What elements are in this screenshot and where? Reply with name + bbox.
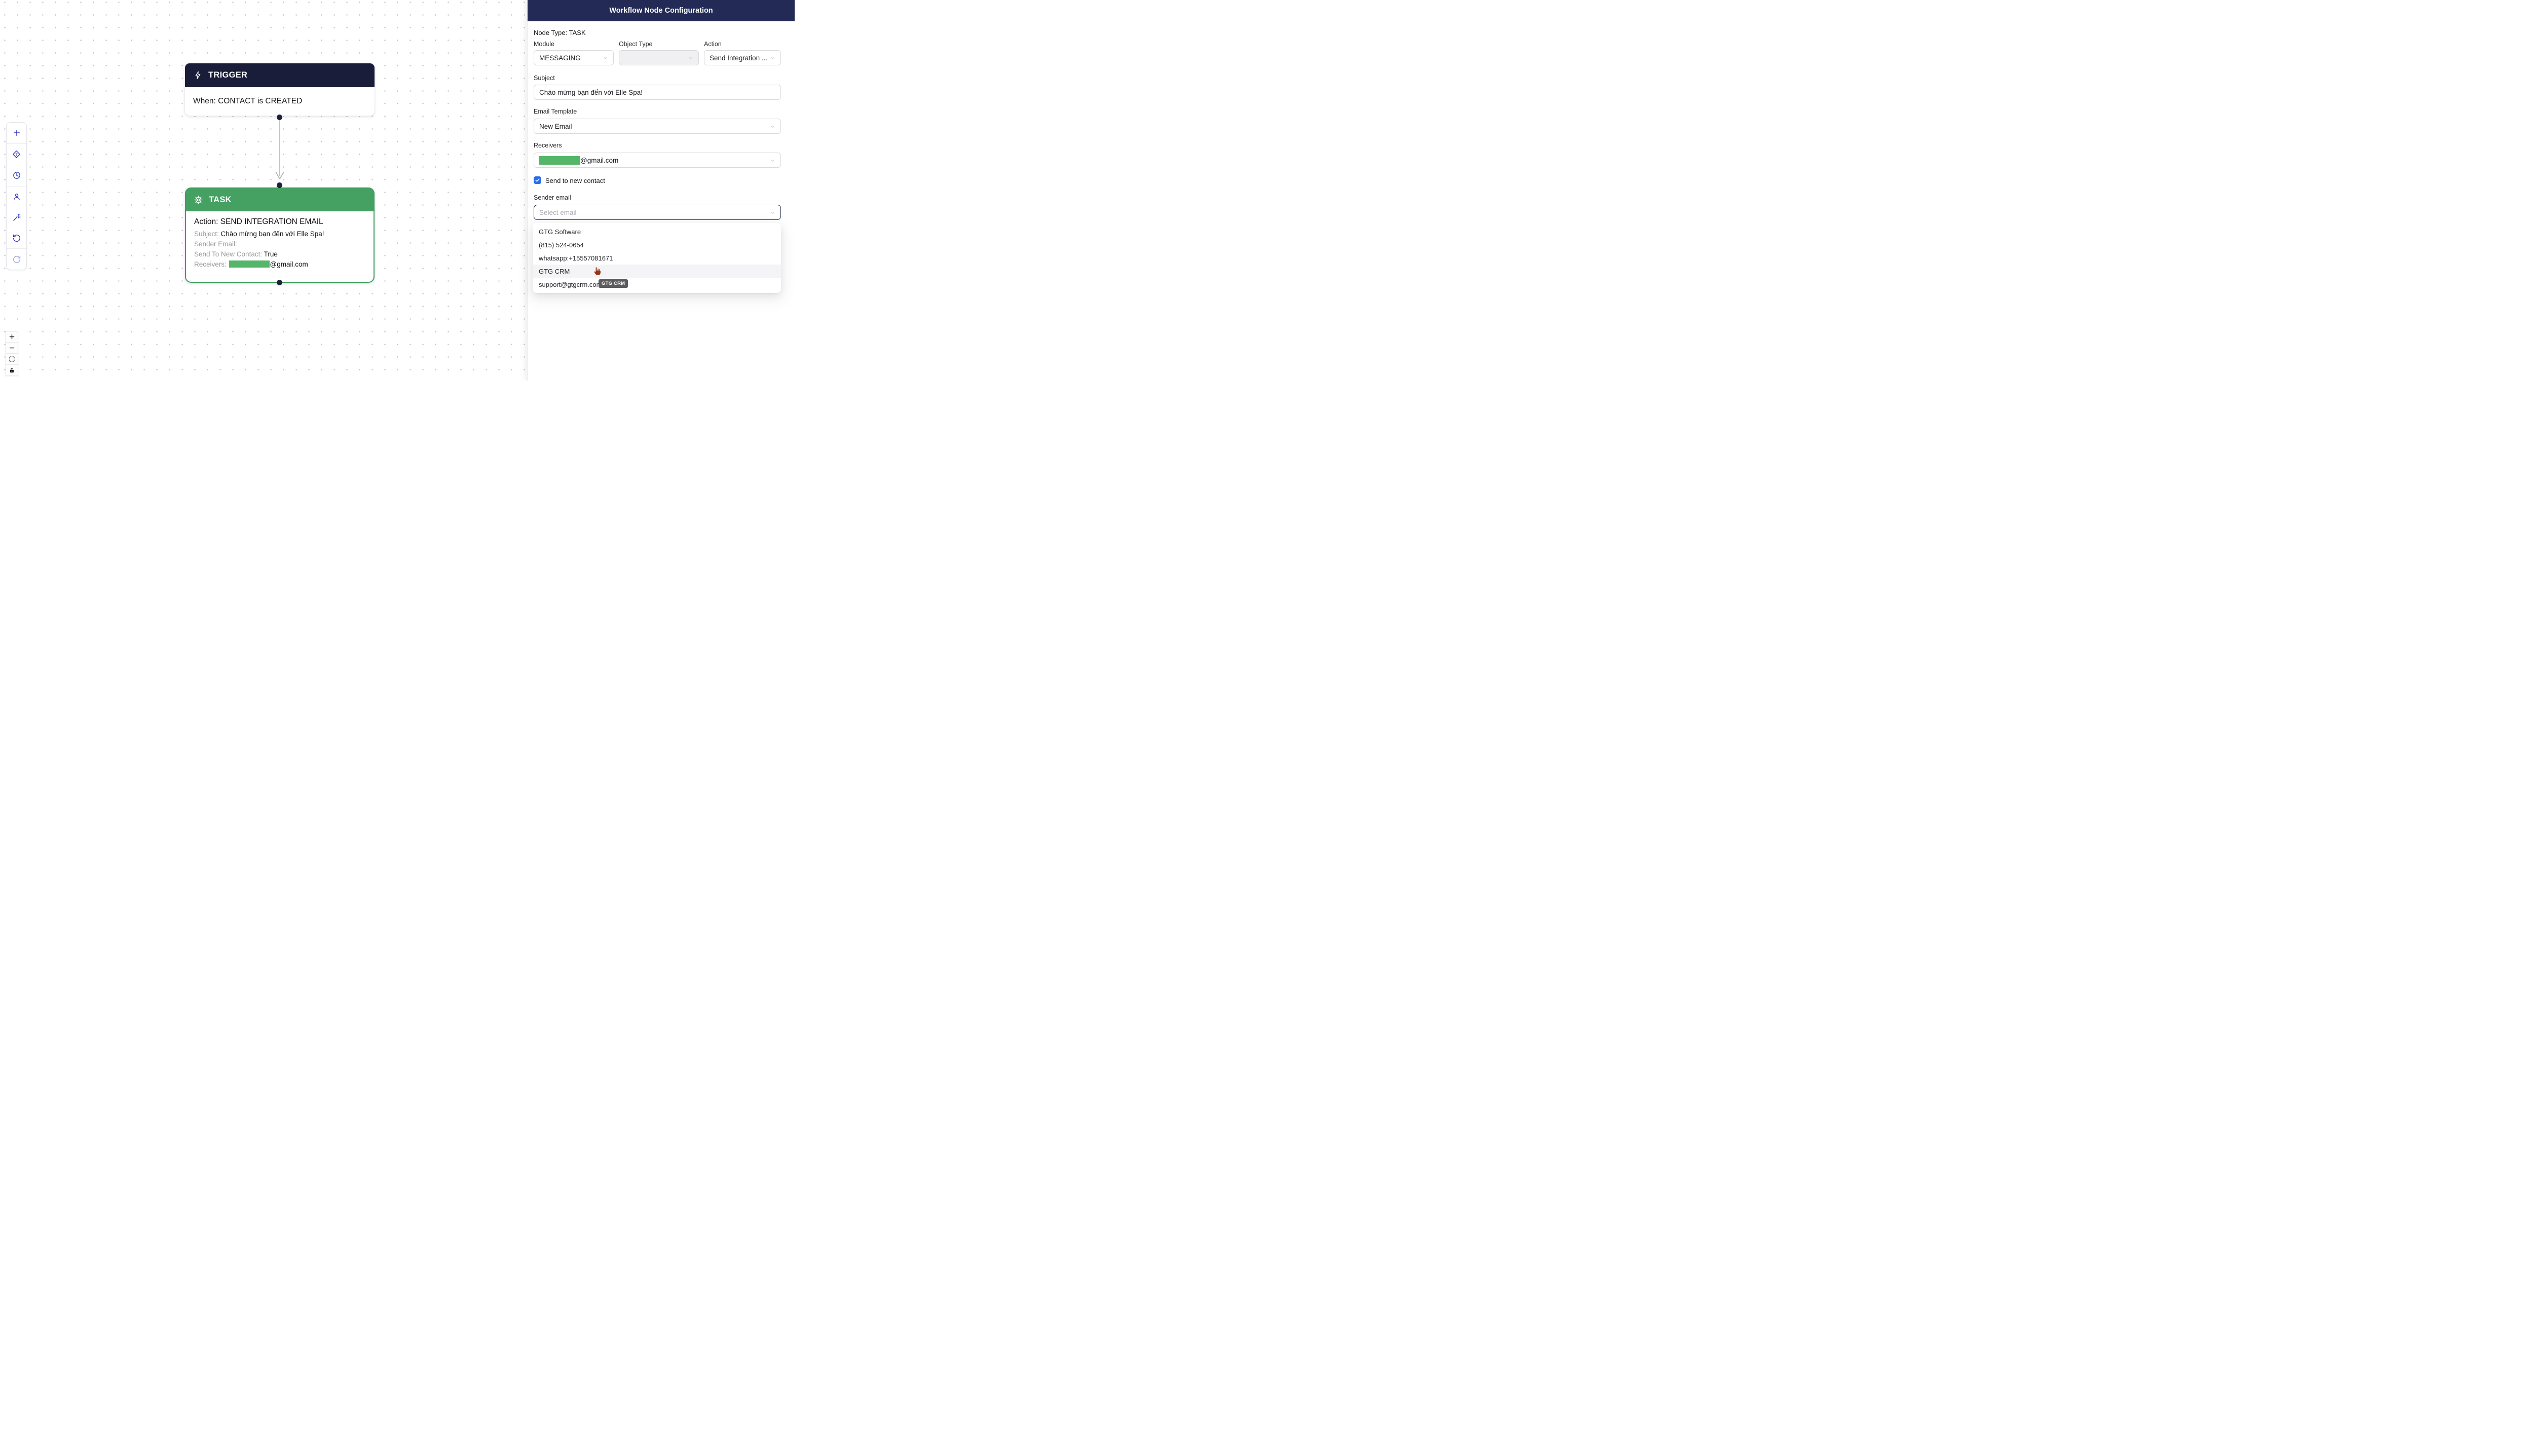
undo-icon [12, 234, 21, 243]
node-toolbar: ? [6, 122, 27, 270]
check-icon [535, 177, 540, 183]
task-node[interactable]: TASK Action: SEND INTEGRATION EMAIL Subj… [185, 188, 375, 283]
dropdown-option[interactable]: (815) 524-0654 [539, 241, 584, 249]
module-label: Module [534, 41, 554, 48]
object-type-select [619, 50, 699, 65]
task-node-header: TASK [186, 189, 374, 211]
workflow-canvas[interactable]: TRIGGER When: CONTACT is CREATED [0, 0, 795, 381]
subject-label: Subject [534, 74, 555, 82]
action-label: Action [704, 41, 722, 48]
task-source-handle[interactable] [277, 280, 282, 285]
fit-view-button[interactable] [6, 354, 18, 365]
add-node-button[interactable] [7, 123, 26, 144]
zoom-out-button[interactable] [6, 343, 18, 354]
chevron-down-icon [603, 55, 608, 61]
trigger-node-title: TRIGGER [208, 70, 248, 80]
svg-text:?: ? [15, 152, 18, 157]
zoom-in-button[interactable] [6, 331, 18, 343]
person-icon [12, 192, 21, 201]
dropdown-option-highlighted[interactable]: GTG CRM [533, 265, 781, 278]
task-target-handle[interactable] [277, 182, 282, 188]
tooltip: GTG CRM [599, 279, 628, 288]
redo-button[interactable] [7, 249, 26, 270]
chevron-down-icon [770, 158, 775, 163]
task-new-contact-line: Send To New Contact: True [194, 250, 278, 258]
undo-button[interactable] [7, 228, 26, 249]
trigger-source-handle[interactable] [277, 115, 282, 120]
chevron-down-icon [688, 55, 693, 61]
send-to-new-contact-label[interactable]: Send to new contact [545, 177, 605, 184]
receivers-label: Receivers [534, 142, 562, 149]
action-select[interactable]: Send Integration ... [704, 50, 781, 65]
sender-email-dropdown: GTG Software (815) 524-0654 whatsapp:+15… [533, 223, 781, 293]
dropdown-option[interactable]: support@gtgcrm.com [539, 280, 602, 288]
condition-node-button[interactable]: ? [7, 144, 26, 165]
node-type-text: Node Type: TASK [534, 29, 586, 36]
trigger-node-text: When: CONTACT is CREATED [193, 97, 303, 105]
redacted-email-block [539, 156, 580, 165]
sender-email-placeholder: Select email [539, 208, 577, 216]
diamond-question-icon: ? [12, 150, 21, 159]
chevron-down-icon [770, 210, 775, 215]
receivers-value-suffix: @gmail.com [580, 156, 619, 164]
email-template-label: Email Template [534, 108, 577, 115]
receivers-select[interactable]: @gmail.com [534, 153, 781, 168]
unlock-icon [9, 367, 15, 374]
dropdown-option[interactable]: GTG Software [539, 228, 581, 236]
chevron-down-icon [770, 124, 775, 129]
fit-view-icon [9, 356, 15, 362]
redacted-email-block [229, 260, 270, 268]
lightning-bolt-icon [194, 71, 202, 80]
chevron-down-icon [770, 55, 775, 61]
delay-node-button[interactable] [7, 165, 26, 186]
trigger-node[interactable]: TRIGGER When: CONTACT is CREATED [185, 63, 375, 116]
send-to-new-contact-checkbox[interactable] [534, 176, 541, 184]
redo-icon [12, 255, 21, 264]
config-panel: Workflow Node Configuration Node Type: T… [527, 0, 795, 381]
edge-trigger-to-task [275, 120, 284, 179]
email-template-value: New Email [539, 122, 572, 130]
ai-assist-button[interactable] [7, 207, 26, 228]
hand-pointer-cursor [592, 266, 602, 279]
task-node-title: TASK [209, 195, 232, 204]
subject-input[interactable] [534, 85, 781, 100]
contact-node-button[interactable] [7, 186, 26, 207]
module-select[interactable]: MESSAGING [534, 50, 614, 65]
module-select-value: MESSAGING [539, 54, 581, 62]
plus-icon [9, 333, 15, 340]
task-action-line: Action: SEND INTEGRATION EMAIL [194, 217, 323, 226]
dropdown-option[interactable]: whatsapp:+15557081671 [539, 254, 613, 262]
gear-icon [194, 195, 203, 205]
plus-icon [12, 128, 21, 137]
canvas-controls [6, 331, 18, 376]
email-template-select[interactable]: New Email [534, 119, 781, 134]
sender-email-select[interactable]: Select email [534, 205, 781, 220]
trigger-node-header: TRIGGER [185, 63, 375, 87]
magic-wand-icon [12, 213, 21, 222]
sender-email-label: Sender email [534, 194, 571, 201]
object-type-label: Object Type [619, 41, 653, 48]
action-select-value: Send Integration ... [710, 54, 768, 62]
task-sender-line: Sender Email: [194, 240, 237, 248]
minus-icon [9, 345, 15, 351]
task-subject-line: Subject: Chào mừng bạn đến với Elle Spa! [194, 230, 324, 238]
panel-header: Workflow Node Configuration [528, 0, 795, 21]
panel-title: Workflow Node Configuration [609, 7, 713, 15]
clock-icon [12, 171, 21, 180]
lock-toggle-button[interactable] [6, 365, 18, 376]
task-receivers-line: Receivers: @gmail.com [194, 260, 308, 268]
